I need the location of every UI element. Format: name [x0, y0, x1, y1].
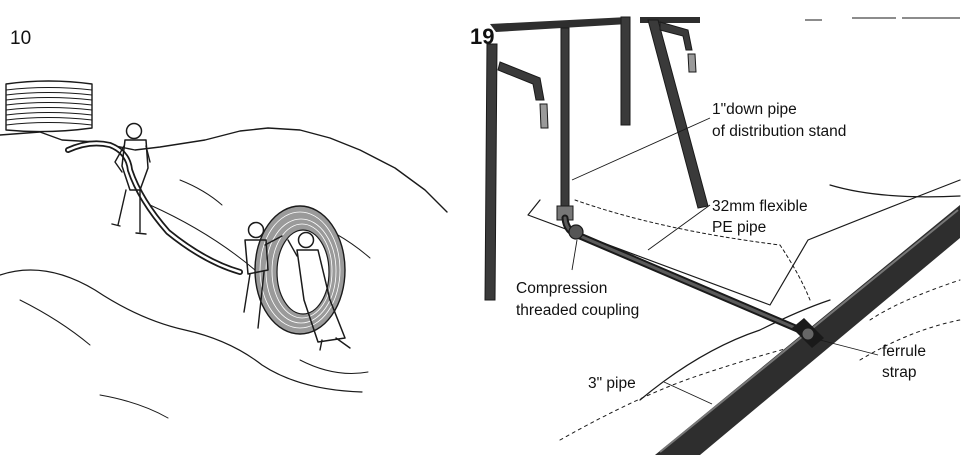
- figure-10-number: 10: [10, 28, 31, 49]
- hillside: [0, 127, 448, 419]
- hose: [65, 140, 243, 275]
- water-tank: [5, 80, 93, 133]
- person-rolling-coil-right: [287, 231, 351, 351]
- label-coupling-line1: Compression: [516, 280, 607, 297]
- label-main-pipe: 3" pipe: [588, 375, 636, 392]
- figure-10: 10: [0, 28, 448, 419]
- label-ferrule-line1: ferrule: [882, 343, 926, 360]
- label-down-pipe-line1: 1"down pipe: [712, 101, 797, 118]
- distribution-stand: [484, 16, 960, 301]
- label-flexible-pipe-line1: 32mm flexible: [712, 198, 808, 215]
- label-ferrule-line2: strap: [882, 364, 916, 381]
- label-flexible-pipe-line2: PE pipe: [712, 219, 766, 236]
- main-pipe-3in: [655, 205, 960, 455]
- person-rolling-coil-left: [243, 221, 283, 329]
- label-coupling-line2: threaded coupling: [516, 302, 639, 319]
- person-pulling-hose: [111, 122, 151, 235]
- figure-19: 19: [470, 16, 961, 455]
- label-down-pipe-line2: of distribution stand: [712, 123, 846, 140]
- leader-lines: [571, 117, 879, 405]
- flexible-pe-pipe: [561, 214, 804, 334]
- trench: [527, 179, 961, 441]
